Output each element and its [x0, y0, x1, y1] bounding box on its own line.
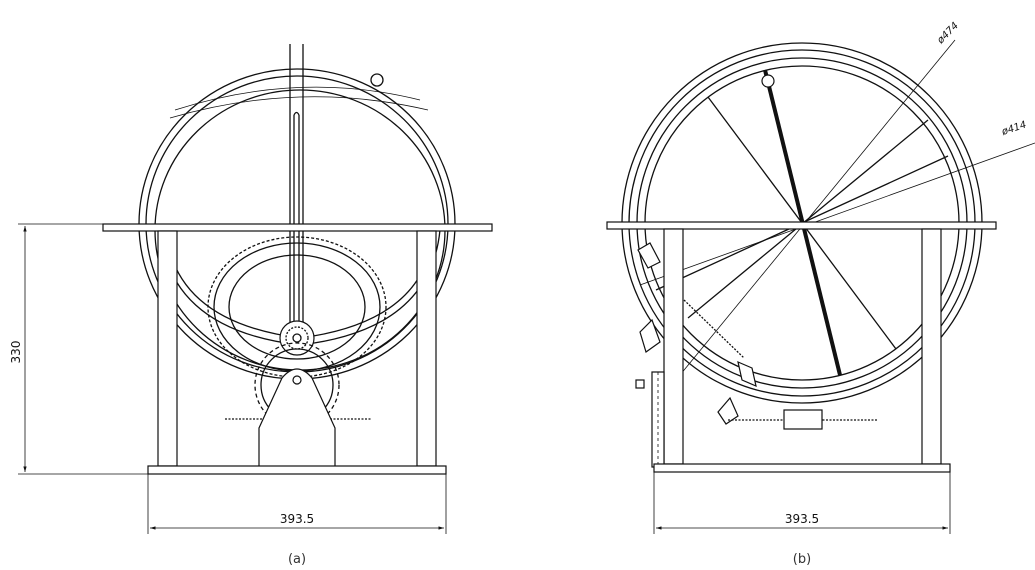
center-rod-a — [289, 44, 304, 350]
ring-gear-a — [207, 236, 387, 378]
support-bracket-a — [258, 368, 336, 473]
frame-legs-a — [157, 230, 437, 467]
inner-diameter-label-b: ø414 — [1000, 120, 1028, 139]
height-dimension-label-a: 330 — [9, 341, 23, 364]
width-dimension-b — [653, 472, 951, 534]
base-plate-b — [653, 463, 951, 473]
caption-b: (b) — [793, 552, 811, 567]
slider-block-b — [783, 409, 823, 430]
top-plate-a — [102, 223, 493, 232]
caption-a: (a) — [288, 552, 306, 567]
top-plate-b — [606, 221, 997, 230]
side-rail-b — [635, 371, 665, 468]
diameter-leaders-b — [639, 39, 1035, 376]
width-dimension-a — [147, 474, 447, 534]
gear-mechanism-b — [637, 242, 757, 425]
figure-b: ø474 ø414 — [606, 21, 1035, 567]
base-plate-a — [147, 465, 447, 475]
figure-a: 330 393.5 (a) — [9, 44, 493, 567]
width-dimension-label-b: 393.5 — [785, 512, 819, 526]
height-dimension-a — [18, 223, 148, 475]
frame-legs-b — [663, 228, 942, 465]
hub-a — [279, 320, 315, 356]
width-dimension-label-a: 393.5 — [280, 512, 314, 526]
outer-diameter-label-b: ø474 — [935, 21, 961, 47]
